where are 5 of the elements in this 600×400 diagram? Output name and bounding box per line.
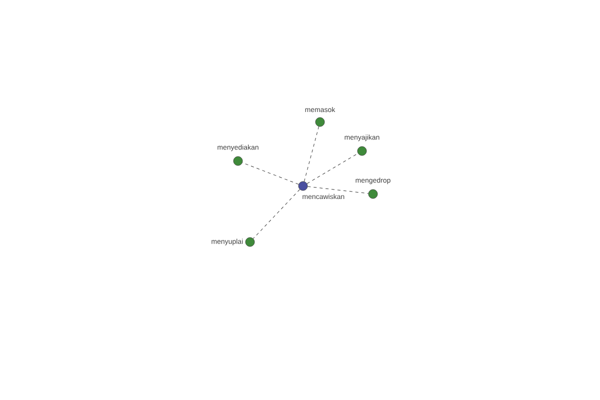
connector-line bbox=[242, 162, 299, 185]
connector-line bbox=[307, 186, 369, 194]
connector-line bbox=[252, 189, 300, 239]
connector-line bbox=[306, 153, 358, 184]
connector-line bbox=[304, 126, 320, 182]
